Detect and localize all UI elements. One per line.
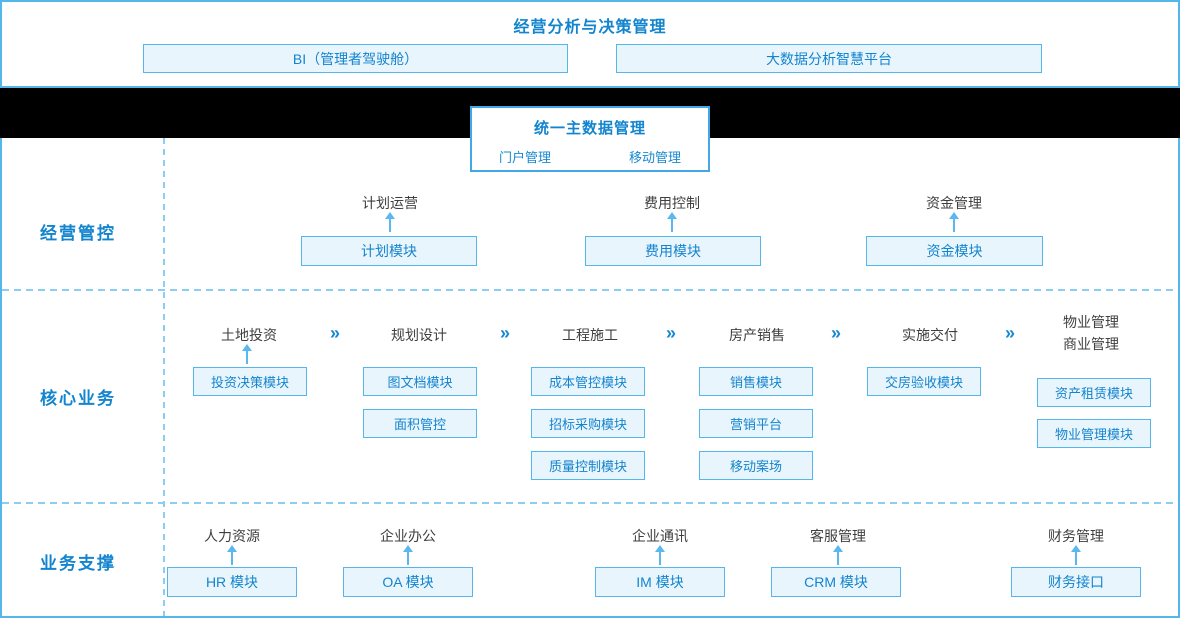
chevron-right-icon: » [665, 323, 677, 343]
bigdata-platform-box[interactable]: 大数据分析智慧平台 [616, 44, 1042, 73]
quality-control-module-box[interactable]: 质量控制模块 [531, 451, 645, 480]
header-finance-management: 财务管理 [1048, 528, 1104, 544]
marketing-platform-module-box[interactable]: 营销平台 [699, 409, 813, 438]
row-label-management: 经营管控 [40, 224, 116, 243]
header-enterprise-communication: 企业通讯 [632, 528, 688, 544]
header-planning-design: 规划设计 [391, 327, 447, 343]
arrow-up-icon [402, 545, 414, 565]
header-construction: 工程施工 [562, 327, 618, 343]
header-customer-service: 客服管理 [810, 528, 866, 544]
analysis-section-title: 经营分析与决策管理 [513, 19, 667, 36]
chevron-right-icon: » [329, 323, 341, 343]
row-divider-line-2 [2, 502, 1178, 504]
header-plan-operation: 计划运营 [362, 195, 418, 211]
arrow-up-icon [241, 344, 253, 364]
management-row: 经营管控 计划运营 计划模块 费用控制 费用模块 资金管理 资金模块 [0, 138, 1180, 290]
asset-leasing-module-box[interactable]: 资产租赁模块 [1037, 378, 1151, 407]
header-expense-control: 费用控制 [644, 195, 700, 211]
arrow-up-icon [666, 212, 678, 232]
sales-module-box[interactable]: 销售模块 [699, 367, 813, 396]
master-data-panel: 统一主数据管理 门户管理 移动管理 [470, 106, 710, 172]
arrow-up-icon [948, 212, 960, 232]
arrow-up-icon [1070, 545, 1082, 565]
header-property-sales: 房产销售 [729, 327, 785, 343]
mobile-management-link[interactable]: 移动管理 [628, 150, 681, 165]
finance-interface-module-box[interactable]: 财务接口 [1011, 567, 1141, 597]
chevron-right-icon: » [499, 323, 511, 343]
label-divider-line [163, 138, 165, 616]
funds-module-box[interactable]: 资金模块 [866, 236, 1043, 266]
bidding-procurement-module-box[interactable]: 招标采购模块 [531, 409, 645, 438]
chevron-right-icon: » [830, 323, 842, 343]
oa-module-box[interactable]: OA 模块 [343, 567, 473, 597]
row-label-core-business: 核心业务 [40, 389, 116, 408]
delivery-acceptance-module-box[interactable]: 交房验收模块 [867, 367, 981, 396]
cost-control-module-box[interactable]: 成本管控模块 [531, 367, 645, 396]
bi-cockpit-box[interactable]: BI（管理者驾驶舱） [143, 44, 568, 73]
header-funds-management: 资金管理 [926, 195, 982, 211]
crm-module-box[interactable]: CRM 模块 [771, 567, 901, 597]
header-land-investment: 土地投资 [221, 327, 277, 343]
area-control-module-box[interactable]: 面积管控 [363, 409, 477, 438]
arrow-up-icon [654, 545, 666, 565]
arrow-up-icon [384, 212, 396, 232]
analysis-section: 经营分析与决策管理 BI（管理者驾驶舱） 大数据分析智慧平台 [0, 0, 1180, 88]
header-human-resources: 人力资源 [204, 528, 260, 544]
header-enterprise-office: 企业办公 [380, 528, 436, 544]
expense-module-box[interactable]: 费用模块 [585, 236, 761, 266]
property-mgmt-module-box[interactable]: 物业管理模块 [1037, 419, 1151, 448]
portal-management-link[interactable]: 门户管理 [499, 150, 552, 165]
investment-decision-module-box[interactable]: 投资决策模块 [193, 367, 307, 396]
row-label-support: 业务支撑 [40, 554, 116, 573]
master-data-title: 统一主数据管理 [533, 120, 646, 137]
plan-module-box[interactable]: 计划模块 [301, 236, 477, 266]
arrow-up-icon [832, 545, 844, 565]
row-divider-line-1 [2, 289, 1178, 291]
mobile-sales-site-module-box[interactable]: 移动案场 [699, 451, 813, 480]
chevron-right-icon: » [1004, 323, 1016, 343]
header-property-commercial-mgmt: 物业管理 商业管理 [1063, 314, 1119, 352]
support-row: 业务支撑 人力资源 HR 模块 企业办公 OA 模块 企业通讯 IM 模块 客服… [0, 503, 1180, 617]
core-business-row: 核心业务 土地投资 » 规划设计 » 工程施工 » 房产销售 » 实施交付 » … [0, 290, 1180, 503]
header-delivery: 实施交付 [902, 327, 958, 343]
arrow-up-icon [226, 545, 238, 565]
hr-module-box[interactable]: HR 模块 [167, 567, 297, 597]
doc-module-box[interactable]: 图文档模块 [363, 367, 477, 396]
im-module-box[interactable]: IM 模块 [595, 567, 725, 597]
